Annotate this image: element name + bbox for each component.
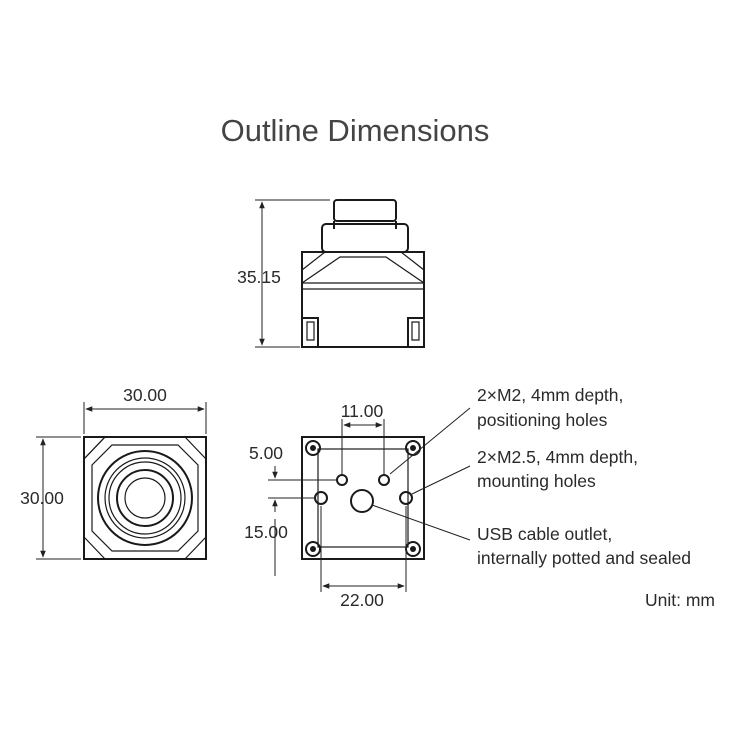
positioning-hole-left: [336, 474, 348, 486]
unit-label: Unit: mm: [645, 590, 715, 610]
side-view-notch-right-inner: [411, 321, 420, 341]
front-view-bezel: [91, 444, 199, 552]
side-view-notch-right: [407, 317, 424, 347]
offset-b-label: 15.00: [244, 522, 288, 542]
front-view-body: [83, 436, 207, 560]
bottom-view-inner-frame: [317, 448, 409, 548]
mounting-note-line1: 2×M2.5, 4mm depth,: [477, 447, 638, 467]
mounting-hole-right: [399, 491, 413, 505]
side-view-chamfer-diagonals: [301, 251, 425, 271]
corner-screw-tl: [305, 440, 321, 456]
corner-screw-bl-center: [310, 546, 316, 552]
front-view-lens-glass: [124, 477, 166, 519]
mounting-spacing-label: 22.00: [340, 590, 384, 610]
corner-screw-br-center: [410, 546, 416, 552]
front-view-lens-outer: [97, 450, 193, 546]
front-view-lens-ring-1: [104, 457, 186, 539]
side-view-notch-left: [302, 317, 319, 347]
usb-note-line1: USB cable outlet,: [477, 524, 612, 544]
mounting-callout-leader: [411, 465, 471, 495]
corner-screw-bl: [305, 541, 321, 557]
front-view: 30.00 30.00: [20, 385, 207, 560]
mounting-note-line2: mounting holes: [477, 471, 596, 491]
front-view-chamfer-a: [83, 436, 106, 460]
usb-callout-leader: [371, 504, 471, 541]
depth-dimension-label: 30.00: [20, 488, 64, 508]
front-view-lens-ring-3: [116, 469, 174, 527]
side-view-notch-left-inner: [306, 321, 315, 341]
annotations: 2×M2, 4mm depth, positioning holes 2×M2.…: [477, 385, 715, 610]
positioning-note-line1: 2×M2, 4mm depth,: [477, 385, 623, 405]
height-dimension-label: 35.15: [237, 267, 281, 287]
positioning-callout-leader: [389, 407, 471, 475]
side-view-cap: [333, 199, 397, 222]
usb-note-line2: internally potted and sealed: [477, 548, 691, 568]
bottom-view: 11.00 5.00 15.00 22.00: [244, 401, 471, 610]
positioning-hole-right: [378, 474, 390, 486]
positioning-spacing-label: 11.00: [341, 401, 384, 421]
mounting-hole-left: [314, 491, 328, 505]
front-view-lens-ring-2: [108, 461, 182, 535]
offset-a-label: 5.00: [249, 443, 283, 463]
side-view-top-bevel: [301, 256, 425, 284]
side-view-body: [301, 251, 425, 348]
positioning-note-line2: positioning holes: [477, 410, 608, 430]
side-view: 35.15: [237, 199, 425, 348]
width-dimension-label: 30.00: [123, 385, 167, 405]
corner-screw-tl-center: [310, 445, 316, 451]
page-title: Outline Dimensions: [221, 113, 490, 148]
corner-screw-tr-center: [410, 445, 416, 451]
usb-cable-outlet: [350, 489, 374, 513]
